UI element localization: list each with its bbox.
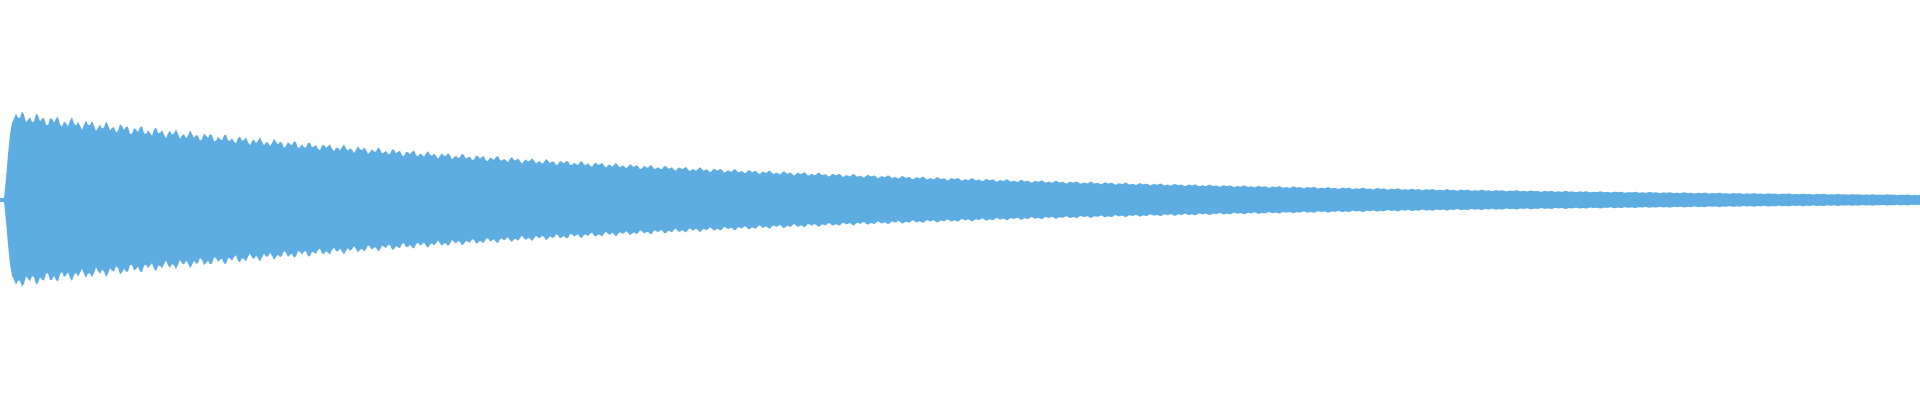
waveform-shape	[0, 111, 1920, 287]
